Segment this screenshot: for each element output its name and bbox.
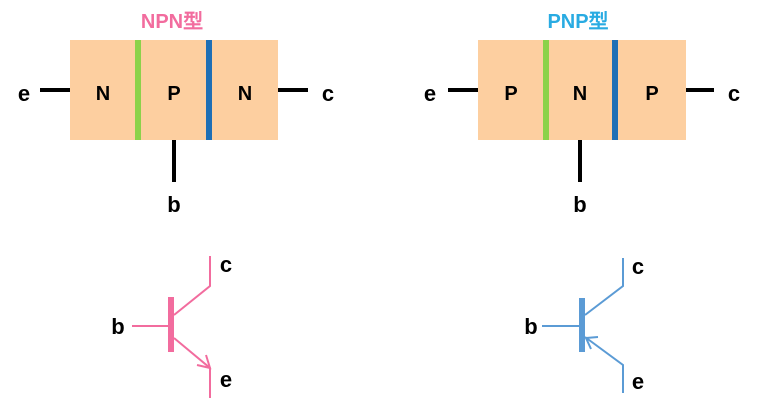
pnp-title: PNP型 [547, 10, 608, 33]
npn-bottom-terminal: b [167, 192, 180, 217]
npn-region-3: N [238, 83, 252, 105]
npn-symbol-base-label: b [111, 314, 124, 339]
npn-symbol-collector-label: c [220, 252, 232, 277]
pnp-symbol-emitter-arrow [584, 336, 599, 350]
pnp-left-terminal: e [424, 81, 436, 106]
npn-symbol-emitter-arrow [196, 354, 212, 370]
pnp-right-terminal: c [728, 81, 740, 106]
pnp-symbol-base-label: b [524, 314, 537, 339]
npn-junction-right [206, 40, 212, 140]
npn-symbol [132, 256, 212, 398]
npn-symbol-emitter-wire [173, 337, 211, 398]
pnp-body [478, 40, 686, 140]
npn-region-1: N [96, 83, 110, 105]
pnp-junction-right [612, 40, 618, 140]
npn-junction-left [135, 40, 141, 140]
npn-region-2: P [167, 83, 180, 105]
pnp-structure: PNP型 P N P e c b [424, 10, 740, 217]
npn-structure: NPN型 N P N e c b [18, 10, 334, 217]
npn-symbol-emitter-label: e [220, 367, 232, 392]
pnp-symbol-emitter-wire [584, 336, 624, 393]
pnp-region-2: N [573, 83, 587, 105]
npn-left-terminal: e [18, 81, 30, 106]
npn-body [70, 40, 278, 140]
pnp-symbol-collector-wire [584, 258, 624, 316]
pnp-region-1: P [504, 83, 517, 105]
npn-symbol-collector-wire [173, 256, 211, 316]
pnp-junction-left [543, 40, 549, 140]
pnp-bottom-terminal: b [573, 192, 586, 217]
npn-right-terminal: c [322, 81, 334, 106]
pnp-symbol-collector-label: c [632, 254, 644, 279]
pnp-region-3: P [645, 83, 658, 105]
pnp-symbol-emitter-label: e [632, 369, 644, 394]
npn-title: NPN型 [141, 10, 203, 33]
pnp-symbol [542, 258, 624, 393]
